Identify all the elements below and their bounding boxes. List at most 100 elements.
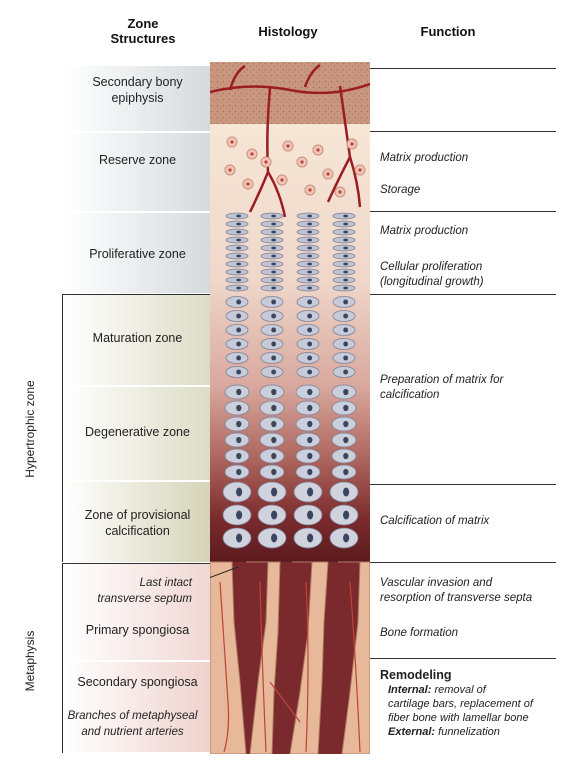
chondrocyte-nucleus <box>236 313 242 319</box>
fn-line-0 <box>370 68 556 69</box>
trabecula <box>210 561 247 754</box>
zone-bg-primary <box>65 564 210 660</box>
zone-epiphysis-line1: Secondary bony <box>92 75 183 89</box>
chondrocyte-nucleus <box>236 369 242 375</box>
header-function: Function <box>420 24 476 39</box>
zone-septum-line2: transverse septum <box>97 593 192 605</box>
chondrocyte-nucleus <box>236 214 242 218</box>
fn-line-2 <box>370 211 556 212</box>
chondrocyte-nucleus <box>307 286 313 290</box>
zone-bg-epiphysis <box>65 66 210 131</box>
chondrocyte-nucleus <box>307 487 314 497</box>
sep-2 <box>65 385 210 387</box>
zone-degenerative: Degenerative zone <box>85 425 190 439</box>
chondrocyte-nucleus <box>307 468 313 476</box>
vessel-path <box>259 581 267 753</box>
zone-bg-proliferative <box>65 213 210 293</box>
chondrocyte-nucleus <box>271 270 277 274</box>
reserve-nucleus <box>300 160 304 164</box>
reserve-nucleus <box>350 142 354 146</box>
zone-maturation: Maturation zone <box>92 331 183 345</box>
chondrocyte-nucleus <box>343 214 349 218</box>
sep-3 <box>65 660 210 662</box>
chondrocyte-nucleus <box>236 436 242 444</box>
metaphysis-bracket-top <box>62 563 210 564</box>
chondrocyte-nucleus <box>271 388 277 396</box>
hypertrophic-bracket-top <box>62 294 210 295</box>
chondrocyte-nucleus <box>271 238 277 242</box>
chondrocyte-nucleus <box>307 404 313 412</box>
fn-line-5 <box>370 562 556 563</box>
reserve-nucleus <box>228 168 232 172</box>
chondrocyte-nucleus <box>271 468 277 476</box>
fn-remodeling-block: Internal: removal of cartilage bars, rep… <box>388 683 533 739</box>
fn-vascular: Vascular invasion and resorption of tran… <box>380 576 532 606</box>
zone-secondary-bony-epiphysis: Secondary bony epiphysis <box>65 74 210 106</box>
chondrocyte-nucleus <box>236 238 242 242</box>
fn-internal-row: Internal: removal of <box>388 683 533 697</box>
fn-internal-text-3: fiber bone with lamellar bone <box>388 712 529 724</box>
chondrocyte-nucleus <box>343 355 349 361</box>
chondrocyte-nucleus <box>343 246 349 250</box>
chondrocyte-nucleus <box>307 510 314 520</box>
vessel-path <box>305 581 309 753</box>
zone-provisional-line2: calcification <box>105 524 170 538</box>
reserve-nucleus <box>250 152 254 156</box>
chondrocyte-nucleus <box>307 299 313 305</box>
fn-prep-line1: Preparation of matrix for <box>380 374 504 386</box>
chondrocyte-nucleus <box>343 436 349 444</box>
fn-external-label: External: <box>388 726 436 738</box>
chondrocyte-nucleus <box>343 341 349 347</box>
chondrocyte-nucleus <box>307 214 313 218</box>
fn-prolif-2-line1: Cellular proliferation <box>380 261 483 273</box>
header-zone-structures: Zone Structures <box>98 16 188 46</box>
metaphysis-bracket <box>62 563 63 753</box>
zone-branches-line2: and nutrient arteries <box>81 726 184 738</box>
chondrocyte-nucleus <box>236 254 242 258</box>
chondrocyte-nucleus <box>343 278 349 282</box>
chondrocyte-nucleus <box>236 487 243 497</box>
zone-bg-provisional <box>65 482 210 562</box>
reserve-nucleus <box>264 160 268 164</box>
header-zone-line2: Structures <box>110 31 176 46</box>
vessel-path <box>219 581 230 753</box>
fn-line-3 <box>370 294 556 295</box>
chondrocyte-nucleus <box>271 436 277 444</box>
epiphysis-bone <box>210 62 370 124</box>
chondrocyte-nucleus <box>271 246 277 250</box>
zone-secondary-spongiosa: Secondary spongiosa <box>77 675 198 689</box>
chondrocyte-nucleus <box>307 420 313 428</box>
chondrocyte-nucleus <box>307 246 313 250</box>
fn-reserve-2: Storage <box>380 184 421 196</box>
chondrocyte-nucleus <box>236 404 242 412</box>
fn-bone-formation: Bone formation <box>380 627 458 639</box>
fn-internal-text-2: cartilage bars, replacement of <box>388 698 533 710</box>
chondrocyte-nucleus <box>307 341 313 347</box>
chondrocyte-nucleus <box>236 262 242 266</box>
septum-pointer <box>210 566 239 579</box>
chondrocyte-nucleus <box>236 510 243 520</box>
chondrocyte-nucleus <box>236 533 243 543</box>
vessel-path <box>210 82 370 95</box>
zone-bg-degenerative <box>65 387 210 480</box>
trabecula <box>338 561 370 754</box>
fn-prep-line2: calcification <box>380 389 440 401</box>
chondrocyte-nucleus <box>343 254 349 258</box>
hypertrophic-group-label: Hypertrophic zone <box>23 380 37 478</box>
chondrocyte-nucleus <box>271 299 277 305</box>
header-histology: Histology <box>258 24 318 39</box>
reserve-nucleus <box>246 182 250 186</box>
chondrocyte-nucleus <box>307 238 313 242</box>
fn-internal-text-1: removal of <box>434 684 486 696</box>
chondrocyte-nucleus <box>343 404 349 412</box>
chondrocyte-nucleus <box>307 230 313 234</box>
vessel-path <box>349 581 361 753</box>
fn-prolif-2: Cellular proliferation (longitudinal gro… <box>380 260 484 290</box>
chondrocyte-nucleus <box>236 327 242 333</box>
chondrocyte-nucleus <box>271 262 277 266</box>
chondrocyte-nucleus <box>271 327 277 333</box>
chondrocyte-nucleus <box>343 487 350 497</box>
zone-septum-line1: Last intact <box>139 577 192 589</box>
fn-calc-matrix: Calcification of matrix <box>380 515 490 527</box>
chondrocyte-nucleus <box>271 452 277 460</box>
